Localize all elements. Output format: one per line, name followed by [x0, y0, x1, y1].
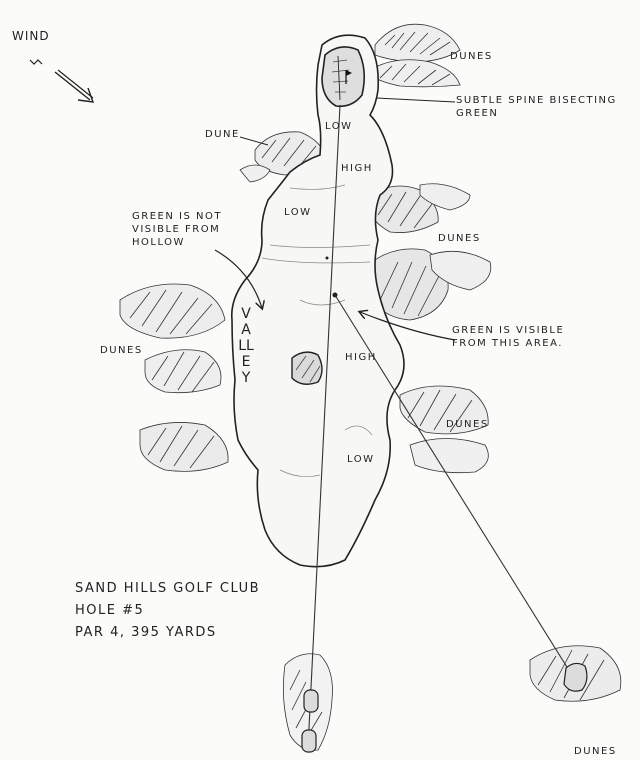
dunes-label-top-right: DUNES [450, 51, 493, 62]
fairway-outline [230, 34, 405, 568]
club-name: SAND HILLS GOLF CLUB [75, 581, 260, 596]
dunes-label-lower-right: DUNES [446, 419, 489, 430]
hole-number: HOLE #5 [75, 603, 145, 618]
green-icon [321, 46, 366, 108]
fairway-contours [261, 184, 373, 477]
valley-label: VALLEY [238, 306, 254, 386]
wind-label: WIND [12, 29, 50, 43]
line-of-play [307, 104, 341, 749]
wind-arrow-icon [29, 59, 95, 103]
dunes-label-bottom-right: DUNES [574, 746, 617, 757]
tee-box-icon [301, 662, 588, 753]
not-visible-note: GREEN IS NOT VISIBLE FROM HOLLOW [132, 211, 222, 248]
spine-note: SUBTLE SPINE BISECTING GREEN [456, 95, 617, 119]
dunes-label-left: DUNES [100, 345, 143, 356]
visible-arrow [360, 312, 456, 341]
sightline-to-right-tee [334, 294, 576, 681]
dune-leader-line [239, 136, 269, 146]
dune-label-left: DUNE [205, 129, 240, 140]
low-label-upper: LOW [284, 207, 312, 218]
spine-leader-line [375, 97, 456, 103]
dune-sketches [119, 23, 622, 751]
fairway-bunker-icon [291, 351, 323, 385]
low-label-lower: LOW [347, 454, 375, 465]
dunes-label-right-mid: DUNES [438, 233, 481, 244]
low-label-green: LOW [325, 121, 353, 132]
high-label-green: HIGH [341, 163, 373, 174]
not-visible-arrow [214, 249, 262, 308]
visible-note: GREEN IS VISIBLE FROM THIS AREA. [452, 325, 565, 349]
high-label-mid: HIGH [345, 352, 377, 363]
par-yards: PAR 4, 395 YARDS [75, 625, 217, 640]
